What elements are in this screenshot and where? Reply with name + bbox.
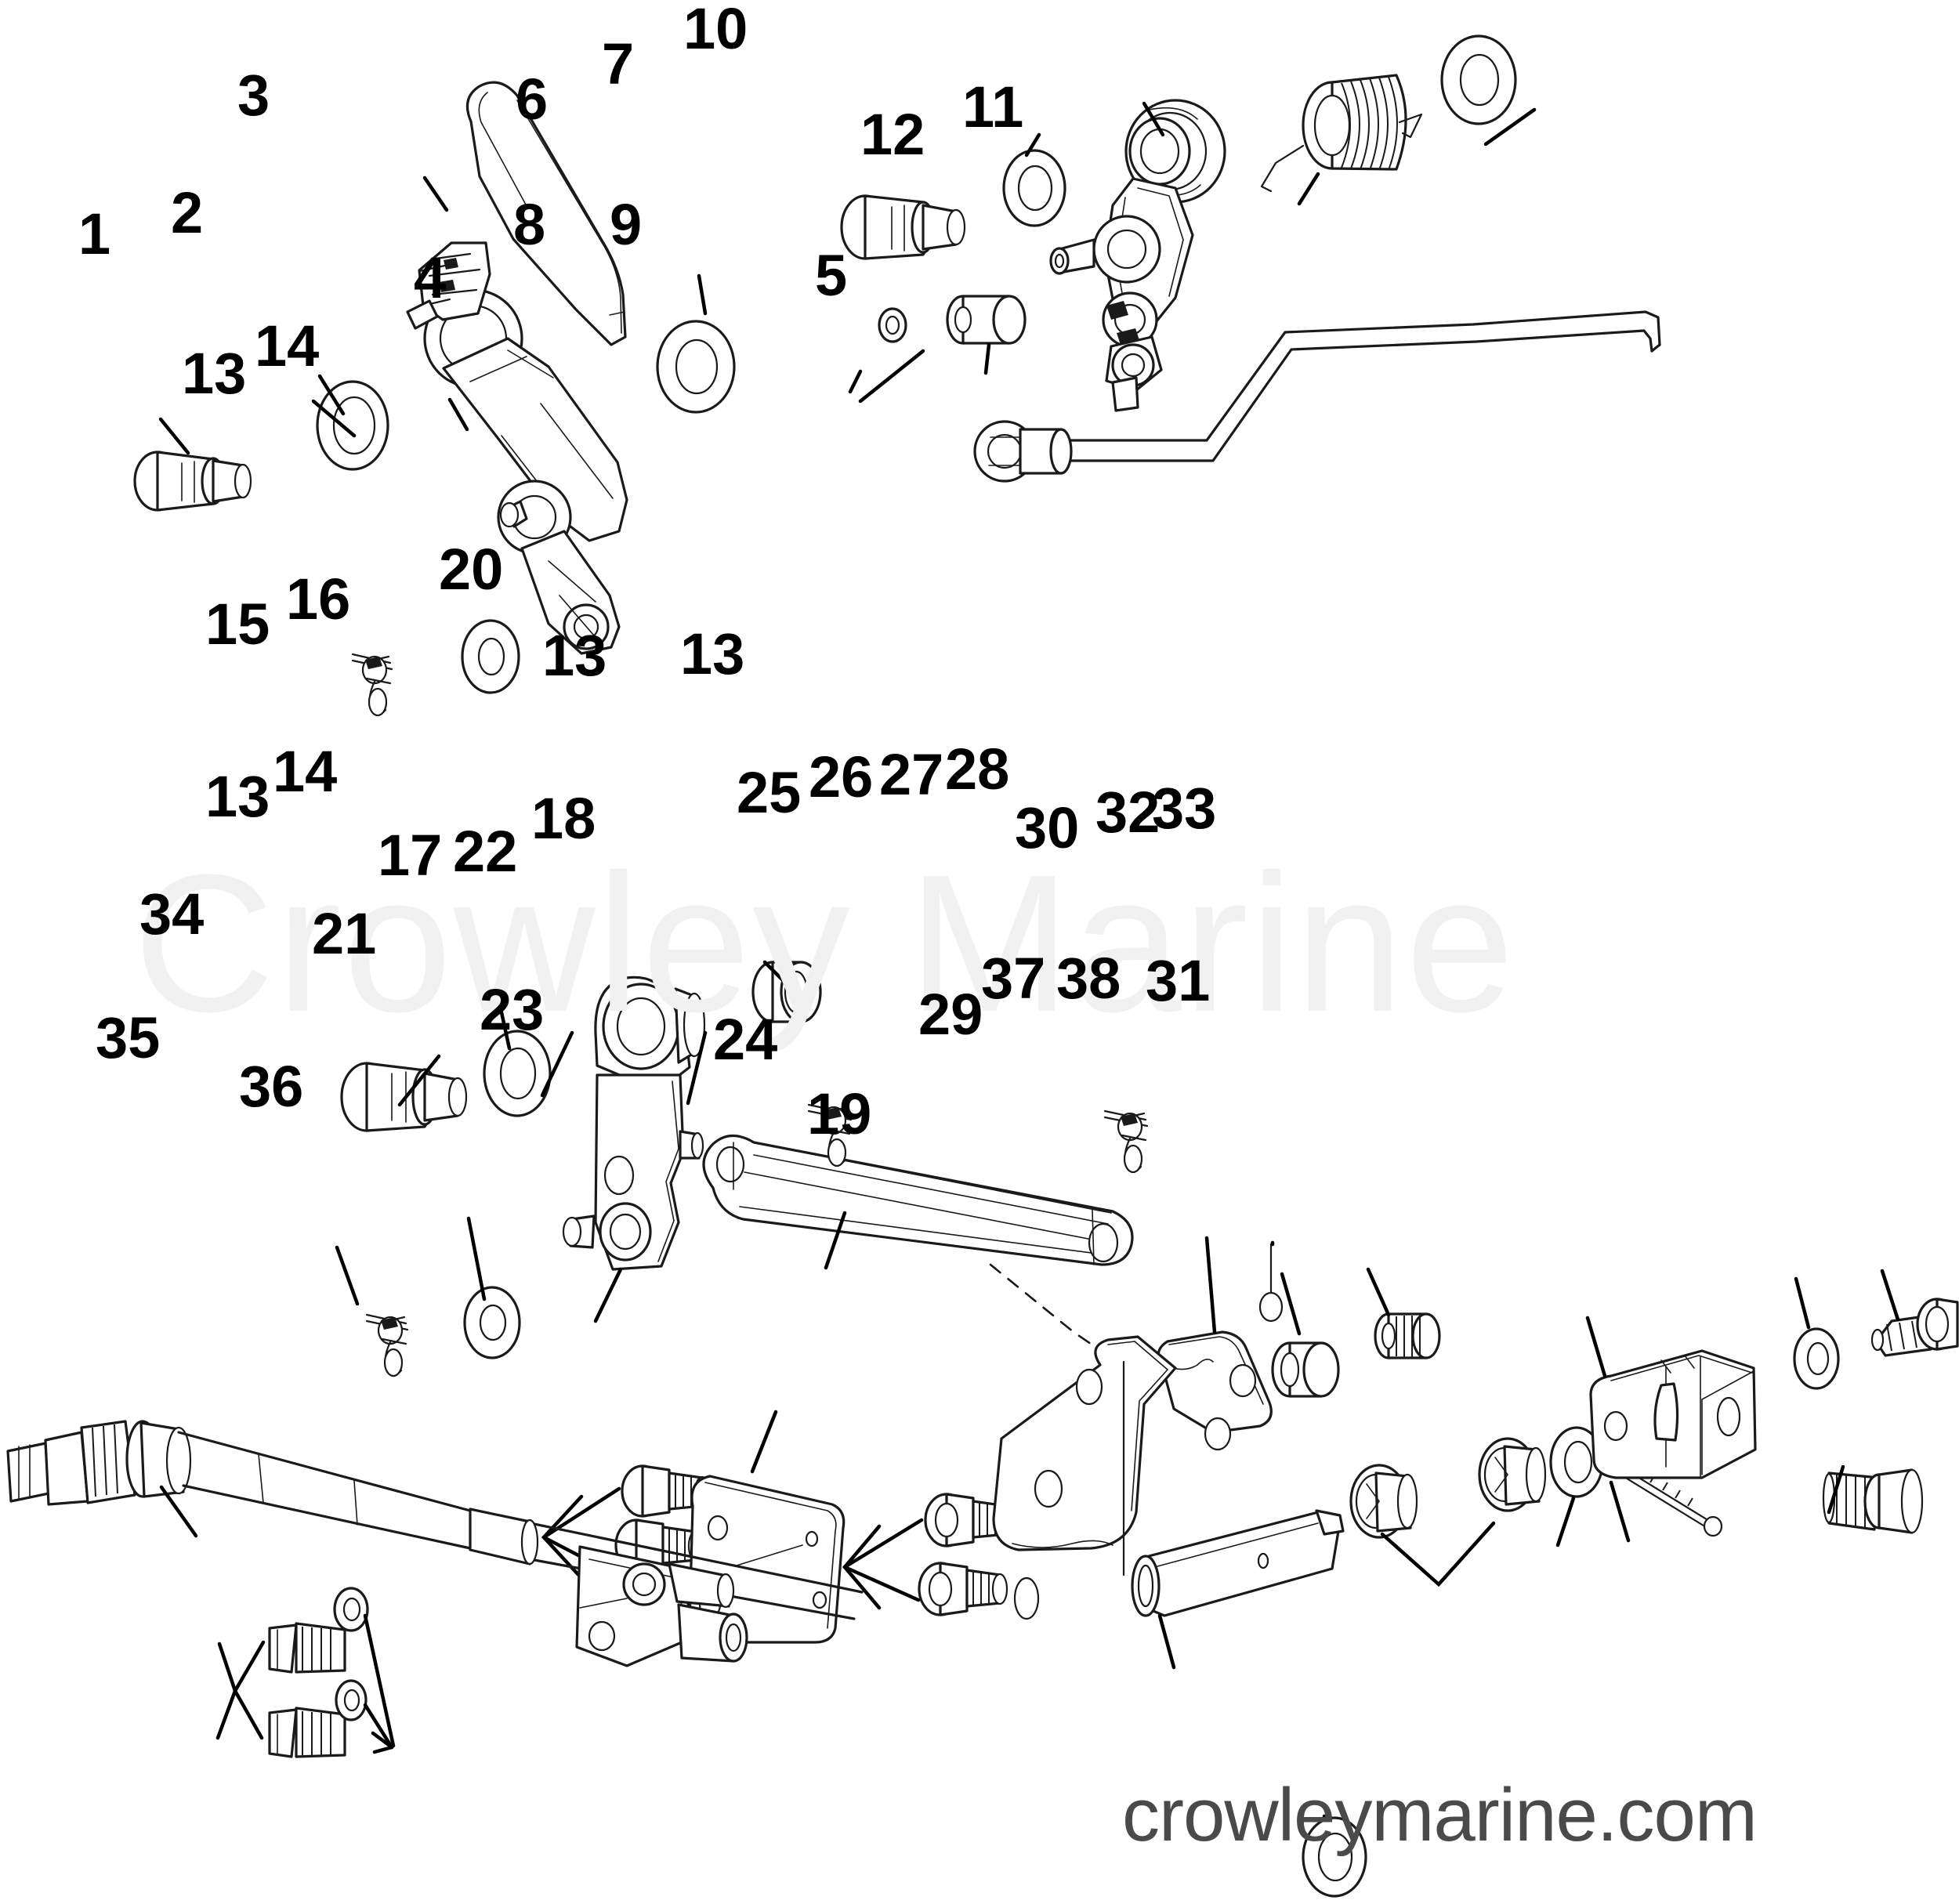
callout-20: 20 bbox=[439, 537, 504, 602]
part-7-washer bbox=[1002, 149, 1066, 227]
part-1-screw bbox=[133, 451, 252, 512]
callout-22: 22 bbox=[453, 819, 518, 884]
part-13c-cotter-pin bbox=[1103, 1109, 1149, 1174]
part-3-throttle-lever bbox=[406, 81, 628, 655]
part-33-bolt bbox=[1870, 1298, 1959, 1357]
callout-12: 12 bbox=[860, 102, 925, 167]
callout-30: 30 bbox=[1015, 795, 1080, 860]
part-12-coil-spring bbox=[1260, 74, 1423, 193]
callout-13-b: 13 bbox=[542, 623, 607, 688]
part-27-bushing bbox=[1271, 1341, 1340, 1398]
callout-1: 1 bbox=[78, 201, 111, 266]
callout-14-b: 14 bbox=[273, 739, 338, 804]
site-url-label: crowleymarine.com bbox=[1122, 1773, 1758, 1857]
callout-6: 6 bbox=[516, 67, 549, 132]
part-37-washer bbox=[1549, 1426, 1604, 1498]
callout-35: 35 bbox=[96, 1005, 161, 1070]
callout-37: 37 bbox=[981, 946, 1046, 1011]
part-13b-cotter-pin bbox=[807, 1103, 853, 1167]
watermark-crowley-marine: Crowley Marine bbox=[133, 834, 1516, 1052]
part-16-washer bbox=[483, 1030, 552, 1117]
callout-4: 4 bbox=[414, 245, 447, 310]
callout-27: 27 bbox=[879, 742, 944, 807]
part-13a-cotter-pin bbox=[351, 653, 393, 717]
callout-13-c: 13 bbox=[680, 621, 745, 686]
part-14a-washer bbox=[461, 619, 520, 694]
part-5-throttle-link-rod bbox=[973, 310, 1661, 483]
callout-17: 17 bbox=[378, 823, 443, 888]
callout-24: 24 bbox=[713, 1007, 778, 1072]
part-24-shift-shaft-and-bracket bbox=[992, 1335, 1345, 1620]
callout-2: 2 bbox=[171, 180, 204, 245]
part-25-shift-bracket bbox=[1157, 1330, 1273, 1451]
callout-31: 31 bbox=[1146, 948, 1211, 1013]
callout-29: 29 bbox=[918, 982, 983, 1047]
part-26-pin bbox=[1258, 1243, 1284, 1323]
callout-8: 8 bbox=[513, 192, 546, 257]
callout-28: 28 bbox=[945, 737, 1010, 802]
callout-26: 26 bbox=[809, 744, 874, 809]
callout-7: 7 bbox=[602, 31, 635, 96]
part-4-washer bbox=[656, 320, 736, 414]
callout-14-a: 14 bbox=[255, 313, 320, 378]
part-30-clamp-block bbox=[1589, 1349, 1757, 1479]
callout-38: 38 bbox=[1056, 946, 1121, 1011]
callout-9: 9 bbox=[610, 192, 643, 257]
part-2-washer bbox=[316, 380, 389, 471]
callout-23: 23 bbox=[480, 977, 545, 1042]
callout-34: 34 bbox=[139, 881, 205, 947]
callout-36: 36 bbox=[239, 1054, 304, 1119]
part-8-small-washer bbox=[878, 307, 907, 343]
part-10-cam-follower-lever bbox=[1049, 99, 1226, 412]
callout-32: 32 bbox=[1095, 780, 1161, 845]
callout-19: 19 bbox=[807, 1081, 872, 1146]
part-18-shift-link-rod bbox=[702, 1134, 1134, 1371]
part-17-shift-lever bbox=[562, 976, 706, 1271]
callout-5: 5 bbox=[815, 243, 848, 308]
part-23-bolts bbox=[842, 1493, 1015, 1616]
callout-25: 25 bbox=[737, 760, 802, 825]
part-19-washer bbox=[1302, 1816, 1367, 1898]
part-29-bushing-set bbox=[1349, 1437, 1547, 1539]
callout-11: 11 bbox=[962, 74, 1024, 139]
callout-21: 21 bbox=[312, 901, 377, 966]
callout-15: 15 bbox=[205, 592, 270, 657]
part-31-bolt bbox=[1822, 1468, 1924, 1534]
part-32-washer bbox=[1793, 1327, 1840, 1390]
part-9-bushing bbox=[946, 295, 1027, 345]
leader-lines bbox=[158, 101, 1900, 1819]
part-28-set-screw bbox=[1374, 1312, 1441, 1359]
callout-13-d: 13 bbox=[205, 764, 270, 829]
part-11-washer bbox=[1440, 34, 1517, 125]
part-35-screws bbox=[215, 1622, 346, 1758]
part-34-cable-assembly bbox=[6, 1420, 864, 1667]
callout-13-a: 13 bbox=[182, 341, 247, 406]
callout-16: 16 bbox=[286, 566, 351, 632]
callout-10: 10 bbox=[683, 0, 748, 61]
part-13d-cotter-pin bbox=[365, 1313, 409, 1377]
callout-18: 18 bbox=[531, 786, 596, 851]
part-14b-washer bbox=[463, 1286, 521, 1359]
callout-3: 3 bbox=[237, 63, 270, 128]
part-6-screw bbox=[840, 194, 966, 260]
part-36-washers bbox=[333, 1587, 396, 1754]
callout-33: 33 bbox=[1152, 776, 1217, 841]
